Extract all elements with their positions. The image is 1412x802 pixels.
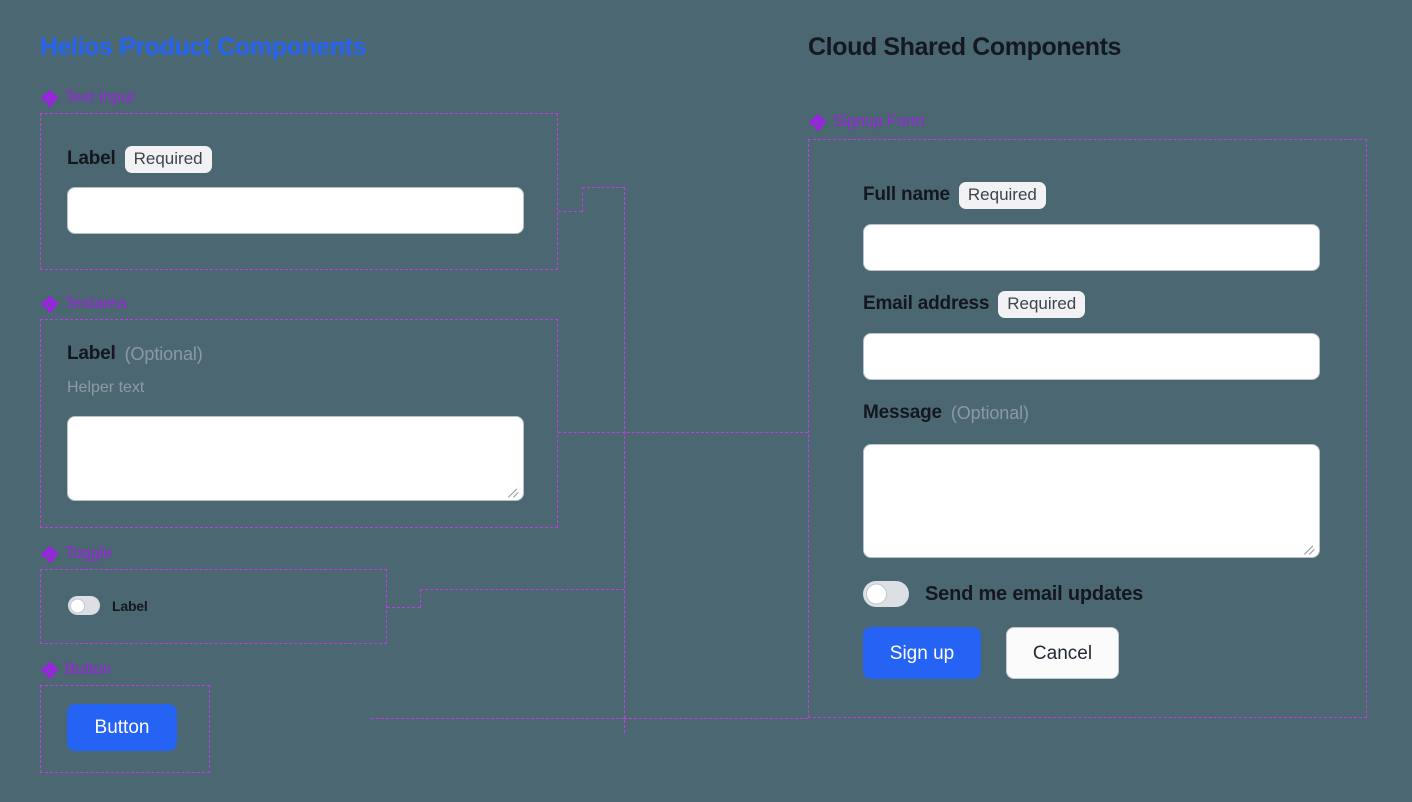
diamond-icon bbox=[40, 545, 59, 563]
connector-text-input-riser bbox=[582, 187, 583, 212]
toggle-row: Label bbox=[68, 596, 148, 615]
email-updates-toggle[interactable] bbox=[863, 581, 909, 607]
cancel-button[interactable]: Cancel bbox=[1006, 627, 1119, 679]
textarea-helper-text: Helper text bbox=[67, 379, 145, 396]
text-input-label: Label bbox=[67, 148, 116, 170]
message-label-row: Message (Optional) bbox=[863, 402, 1029, 424]
connector-textarea-to-form bbox=[582, 432, 808, 433]
full-name-required-badge: Required bbox=[958, 182, 1046, 209]
right-column-title: Cloud Shared Components bbox=[808, 33, 1122, 61]
demo-button[interactable]: Button bbox=[67, 704, 177, 751]
connector-bottom-to-form bbox=[624, 718, 808, 719]
component-box-textarea bbox=[40, 319, 558, 528]
email-updates-toggle-row: Send me email updates bbox=[863, 581, 1143, 607]
email-label-row: Email address Required bbox=[863, 291, 1086, 318]
connector-text-input-top bbox=[582, 187, 624, 188]
section-label-signup-form: Signup Form bbox=[808, 113, 925, 131]
connector-textarea-stub bbox=[558, 432, 582, 433]
toggle-switch[interactable] bbox=[68, 596, 100, 615]
component-box-toggle bbox=[40, 569, 387, 644]
diamond-icon bbox=[40, 661, 59, 679]
toggle-label: Label bbox=[112, 597, 148, 614]
email-label: Email address bbox=[863, 293, 990, 315]
diamond-icon bbox=[40, 89, 59, 107]
component-box-signup-form bbox=[808, 139, 1367, 718]
connector-toggle-top bbox=[420, 589, 624, 590]
section-label-text-input: Text Input bbox=[40, 89, 135, 107]
connector-text-input-stub bbox=[558, 211, 582, 212]
section-label-text: Toggle bbox=[65, 545, 113, 562]
section-label-toggle: Toggle bbox=[40, 545, 113, 563]
section-label-text: Signup Form bbox=[833, 113, 925, 130]
section-label-button: Button bbox=[40, 661, 112, 679]
email-input[interactable] bbox=[863, 333, 1320, 380]
connector-toggle-stub bbox=[387, 607, 420, 608]
component-box-button bbox=[40, 685, 210, 773]
text-input-required-badge: Required bbox=[124, 146, 212, 173]
message-textarea[interactable] bbox=[863, 444, 1320, 558]
message-label: Message bbox=[863, 402, 942, 423]
connector-bottom-rail bbox=[371, 718, 624, 719]
textarea-label: Label bbox=[67, 343, 116, 364]
section-label-text: Textarea bbox=[65, 295, 127, 312]
section-label-textarea: Textarea bbox=[40, 295, 127, 313]
sign-up-button[interactable]: Sign up bbox=[863, 627, 981, 679]
full-name-input[interactable] bbox=[863, 224, 1320, 271]
full-name-label: Full name bbox=[863, 184, 950, 206]
connector-trunk-left bbox=[624, 187, 625, 733]
component-box-text-input bbox=[40, 113, 558, 270]
text-input-label-row: Label Required bbox=[67, 146, 212, 173]
section-label-text: Text Input bbox=[65, 89, 135, 106]
diamond-icon bbox=[40, 295, 59, 313]
left-column-title: Helios Product Components bbox=[40, 33, 367, 61]
full-name-label-row: Full name Required bbox=[863, 182, 1046, 209]
email-required-badge: Required bbox=[998, 291, 1086, 318]
textarea-label-row: Label (Optional) bbox=[67, 343, 203, 365]
textarea-optional-text: (Optional) bbox=[124, 343, 203, 364]
textarea-field[interactable] bbox=[67, 416, 524, 501]
message-optional-text: (Optional) bbox=[950, 402, 1029, 423]
text-input-field[interactable] bbox=[67, 187, 524, 234]
section-label-text: Button bbox=[65, 661, 112, 678]
diamond-icon bbox=[808, 113, 827, 131]
connector-toggle-riser bbox=[420, 589, 421, 608]
email-updates-label: Send me email updates bbox=[925, 582, 1144, 605]
